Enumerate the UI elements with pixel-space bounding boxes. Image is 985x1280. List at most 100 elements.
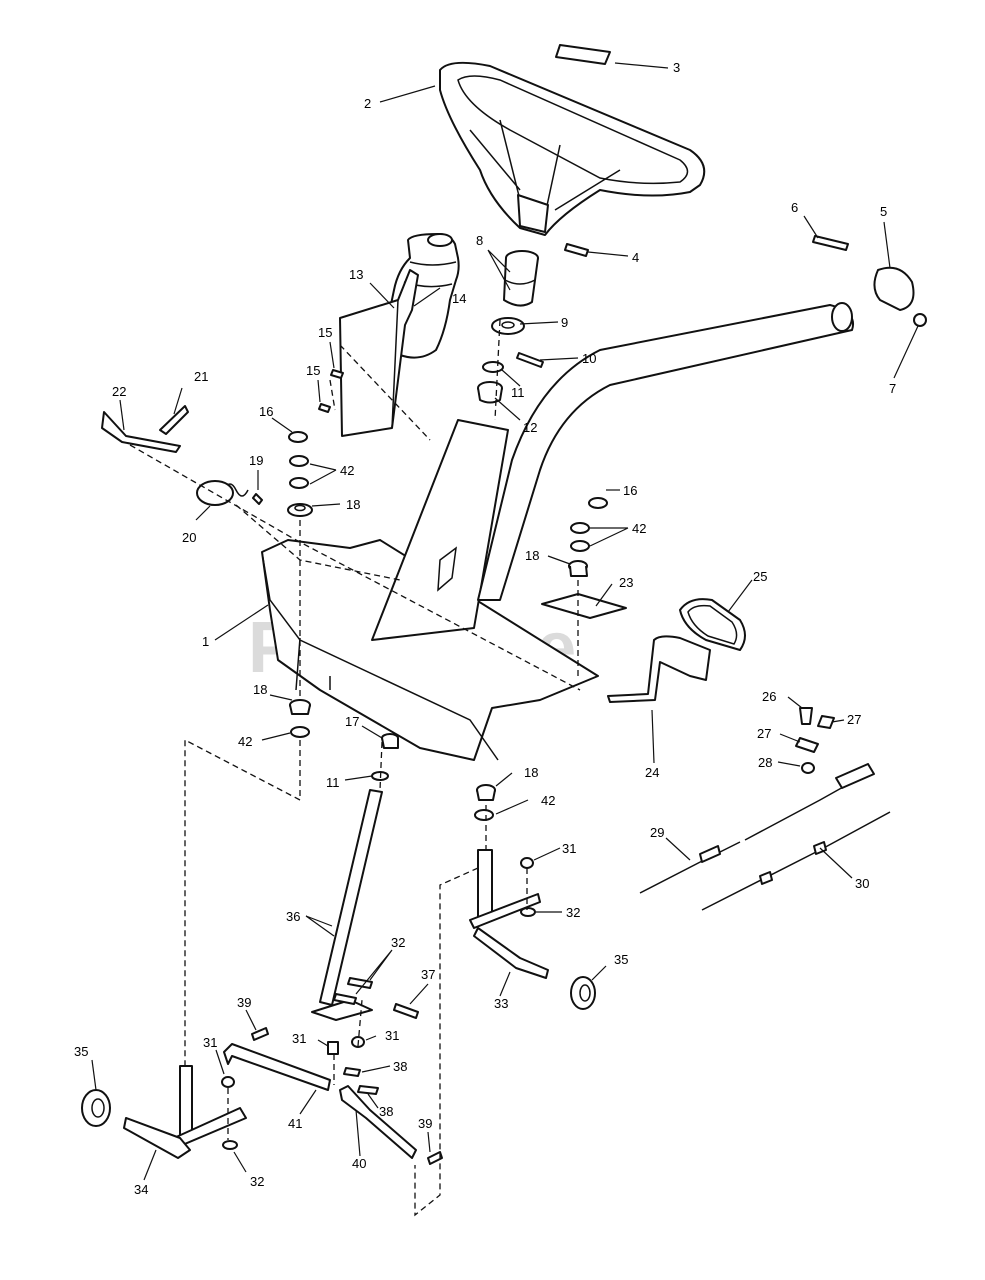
part-34-spindle-left <box>123 1065 247 1159</box>
part-42-bushing-right-1 <box>570 522 590 534</box>
callout-16-right: 16 <box>623 483 637 498</box>
part-10-pin <box>516 352 544 368</box>
part-16-washer-left <box>288 431 308 443</box>
callout-16-left: 16 <box>259 404 273 419</box>
part-42-bushing-left-2 <box>289 477 309 489</box>
part-26-bolt <box>799 707 813 725</box>
part-15-screw-lower <box>318 403 331 413</box>
callout-32-center: 32 <box>391 935 405 950</box>
callout-27-right: 27 <box>847 712 861 727</box>
callout-15-upper: 15 <box>318 325 332 340</box>
part-2-steering-wheel <box>439 61 706 236</box>
callout-19: 19 <box>249 453 263 468</box>
part-12-bushing <box>477 381 503 404</box>
part-35-wheel-left <box>81 1089 111 1127</box>
callout-32-left: 32 <box>250 1174 264 1189</box>
part-27-clip-upper <box>817 715 835 729</box>
part-15-screw-upper <box>330 369 344 379</box>
part-42-bushing-left-1 <box>289 455 309 467</box>
callout-33: 33 <box>494 996 508 1011</box>
callout-34: 34 <box>134 1182 148 1197</box>
part-28-nut <box>801 762 815 774</box>
callout-18-lower-right: 18 <box>524 765 538 780</box>
callout-41: 41 <box>288 1116 302 1131</box>
part-1-column-plate <box>371 419 509 641</box>
part-42-bushing-lower-left <box>290 726 310 738</box>
callout-42-right: 42 <box>632 521 646 536</box>
part-18-bushing-upper-left <box>287 503 313 517</box>
callout-5: 5 <box>880 204 887 219</box>
part-27-clip-lower <box>795 737 819 753</box>
callout-12: 12 <box>523 420 537 435</box>
part-17-bushing <box>381 733 399 749</box>
part-39-pin-upper <box>251 1027 269 1041</box>
callout-42-lower-left: 42 <box>238 734 252 749</box>
part-31-nut-shaft <box>327 1041 339 1055</box>
part-4-pin <box>564 243 589 257</box>
callout-18-upper-left: 18 <box>346 497 360 512</box>
callout-31-right: 31 <box>562 841 576 856</box>
part-18-bushing-lower-right <box>476 784 496 801</box>
callout-39-upper: 39 <box>237 995 251 1010</box>
part-38-pin-lower <box>357 1085 379 1095</box>
callout-9: 9 <box>561 315 568 330</box>
part-24-pedal-rod <box>607 635 711 703</box>
callout-1: 1 <box>202 634 209 649</box>
part-42-bushing-lower-right <box>474 809 494 821</box>
part-32-pin-lower <box>333 993 357 1005</box>
part-39-pin-lower <box>427 1151 443 1165</box>
part-22-lever <box>101 411 181 453</box>
part-8-adapter <box>503 250 539 307</box>
callout-25: 25 <box>753 569 767 584</box>
part-3-cap <box>555 44 611 65</box>
part-18-bushing-upper-right <box>568 560 588 577</box>
part-18-bushing-lower-left <box>289 699 311 715</box>
callout-2: 2 <box>364 96 371 111</box>
part-25-pedal-pad <box>679 598 746 651</box>
callout-13: 13 <box>349 267 363 282</box>
callout-21: 21 <box>194 369 208 384</box>
callout-42-left: 42 <box>340 463 354 478</box>
callout-23: 23 <box>619 575 633 590</box>
leader-lines <box>91 62 919 1181</box>
callout-31-left: 31 <box>203 1035 217 1050</box>
callout-3: 3 <box>673 60 680 75</box>
callout-15-lower: 15 <box>306 363 320 378</box>
callout-6: 6 <box>791 200 798 215</box>
callout-24: 24 <box>645 765 659 780</box>
assembly-lines <box>129 319 581 1217</box>
callout-17: 17 <box>345 714 359 729</box>
callout-35-right: 35 <box>614 952 628 967</box>
part-14-bottle-holder <box>339 269 419 437</box>
callout-39-lower: 39 <box>418 1116 432 1131</box>
part-32-washer-left <box>222 1140 238 1150</box>
part-7-nut <box>913 313 927 327</box>
part-6-bolt <box>812 235 849 251</box>
part-29-cable <box>639 763 875 894</box>
part-32-washer-right <box>520 907 536 917</box>
callout-37: 37 <box>421 967 435 982</box>
part-19-pin <box>252 493 263 505</box>
part-23-decal <box>541 593 627 619</box>
callout-7: 7 <box>889 381 896 396</box>
part-37-pin <box>393 1003 419 1019</box>
part-31-nut-left <box>221 1076 235 1088</box>
part-1-tube-handle <box>477 302 854 601</box>
part-11-washer-top <box>482 361 504 373</box>
callout-26: 26 <box>762 689 776 704</box>
callout-38-upper: 38 <box>393 1059 407 1074</box>
callout-18-lower-left: 18 <box>253 682 267 697</box>
part-sector-plate <box>311 999 373 1021</box>
callout-22: 22 <box>112 384 126 399</box>
callout-31-shaft: 31 <box>292 1031 306 1046</box>
callout-38-lower: 38 <box>379 1104 393 1119</box>
callout-40: 40 <box>352 1156 366 1171</box>
callout-30: 30 <box>855 876 869 891</box>
part-5-clamp <box>873 266 915 311</box>
part-38-pin-upper <box>343 1067 361 1077</box>
callout-42-lower-right: 42 <box>541 793 555 808</box>
part-33-spindle-right <box>469 849 549 979</box>
callout-18-upper-right: 18 <box>525 548 539 563</box>
part-16-washer-right <box>588 497 608 509</box>
